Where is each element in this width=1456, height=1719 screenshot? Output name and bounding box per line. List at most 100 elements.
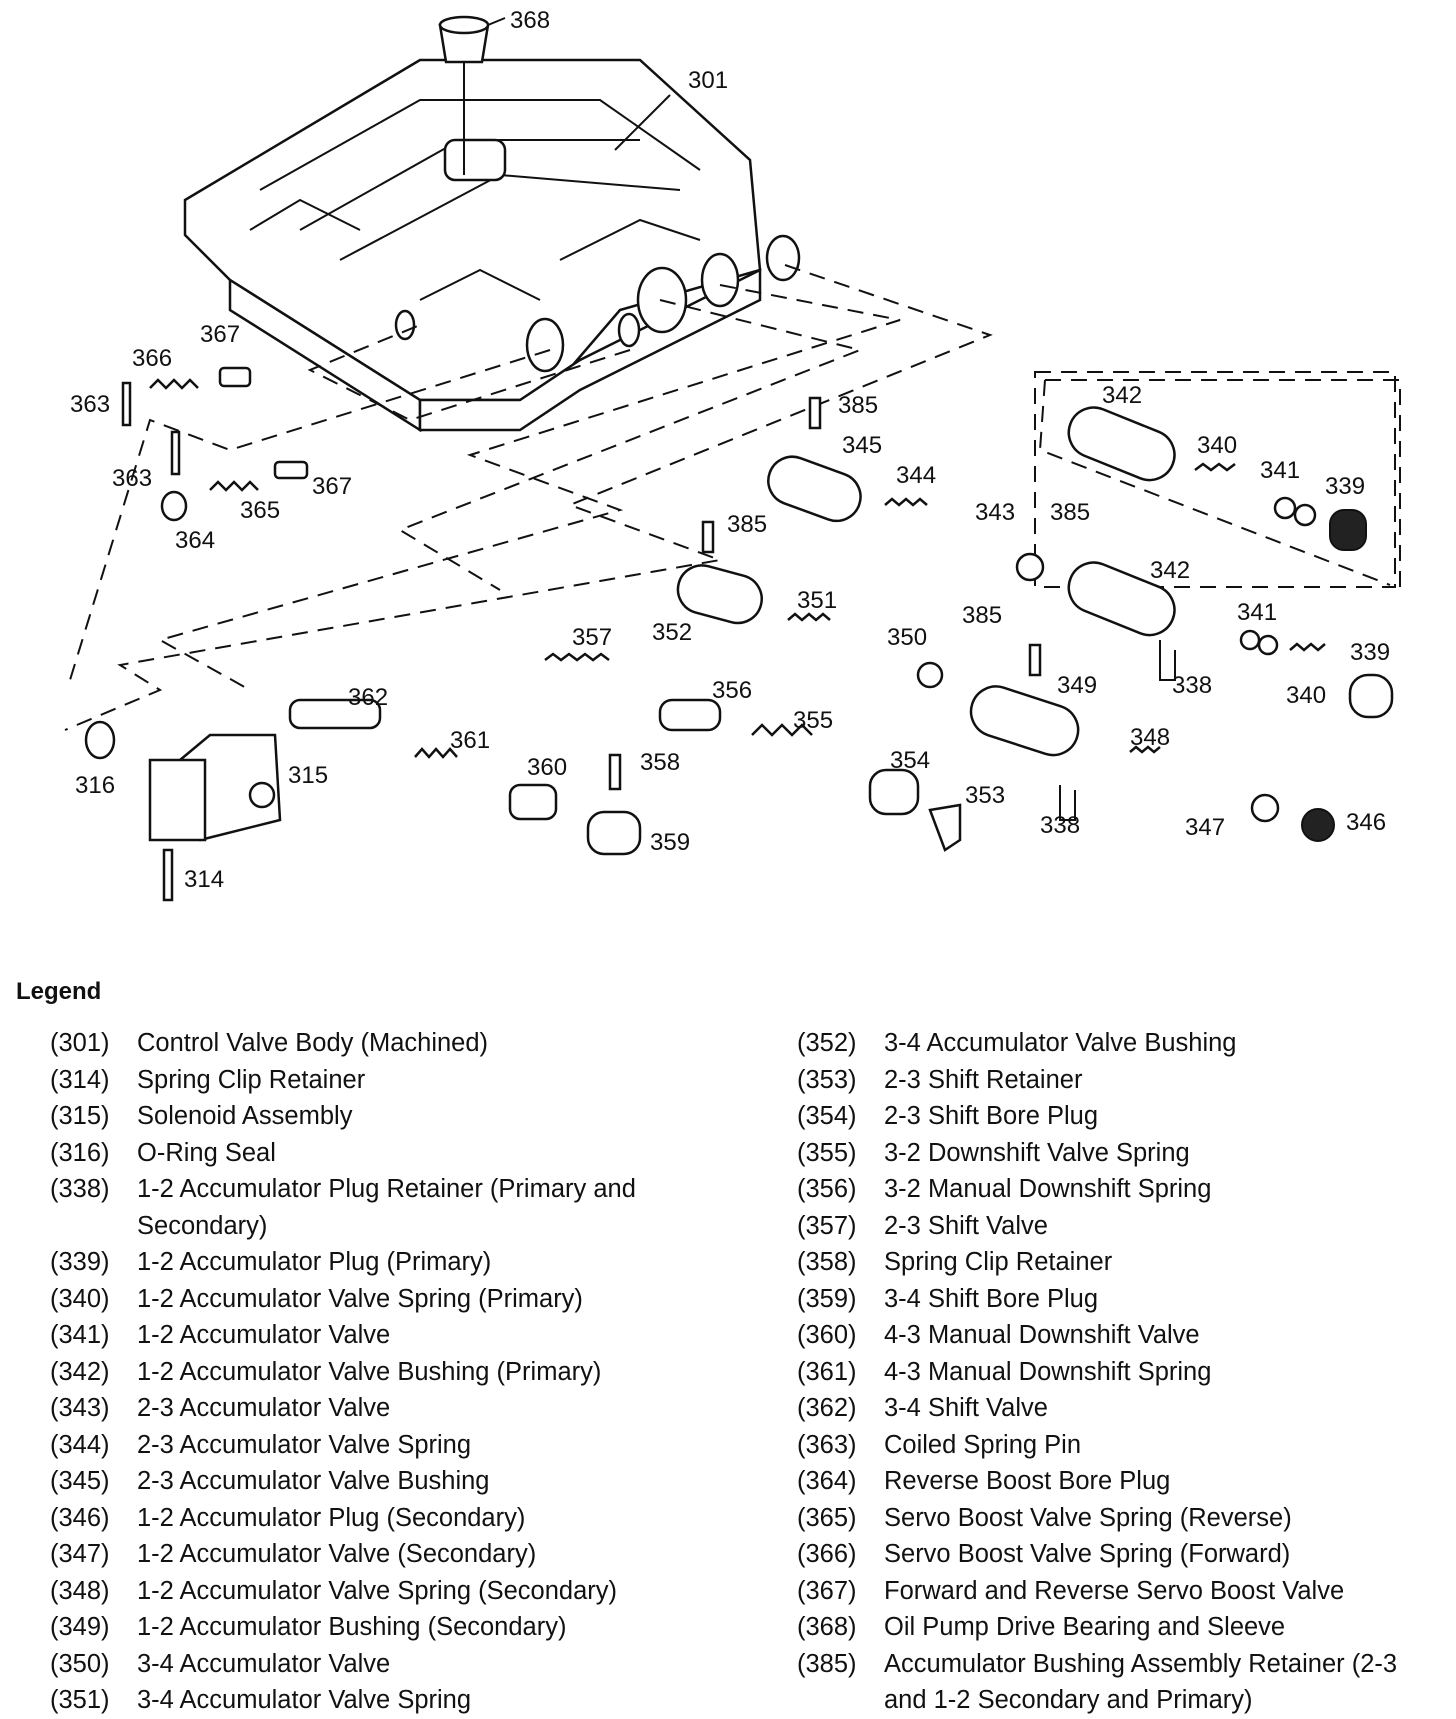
legend-item-number: (365) <box>797 1503 857 1532</box>
legend-item: (366) Servo Boost Valve Spring (Forward) <box>797 1536 1437 1573</box>
legend-item-description: 1-2 Accumulator Plug (Primary) <box>137 1248 492 1276</box>
legend-item-description: 1-2 Accumulator Plug Retainer (Primary a… <box>137 1175 636 1240</box>
legend-item-description: O-Ring Seal <box>137 1138 276 1167</box>
legend-item-number: (348) <box>50 1576 110 1605</box>
legend-item-description: Coiled Spring Pin <box>884 1430 1082 1459</box>
legend-item-number: (340) <box>50 1284 110 1313</box>
legend-item-number: (351) <box>50 1686 110 1714</box>
legend-item-number: (366) <box>797 1540 857 1568</box>
callout-368: 368 <box>510 7 550 34</box>
legend-item: (316)O-Ring Seal <box>50 1135 710 1172</box>
legend-item-description: 3-4 Accumulator Valve Spring <box>137 1686 472 1714</box>
callout-343: 343 <box>975 499 1015 526</box>
legend-item: (351) 3-4 Accumulator Valve Spring <box>50 1682 710 1719</box>
callout-385: 385 <box>727 511 767 538</box>
callout-345: 345 <box>842 432 882 459</box>
legend-item-description: Servo Boost Valve Spring (Reverse) <box>884 1503 1292 1532</box>
callout-366: 366 <box>132 345 172 372</box>
callout-355: 355 <box>793 707 833 734</box>
legend-item: (356)3-2 Manual Downshift Spring <box>797 1171 1437 1208</box>
callout-341: 341 <box>1260 457 1300 484</box>
legend-item-description: 1-2 Accumulator Bushing (Secondary) <box>137 1613 567 1641</box>
callout-358: 358 <box>640 749 680 776</box>
legend-item-number: (367) <box>797 1576 857 1605</box>
legend-item-description: 2-3 Shift Retainer <box>884 1065 1083 1094</box>
legend-item-number: (385) <box>797 1649 857 1678</box>
solenoid-assembly <box>148 733 282 842</box>
callout-346: 346 <box>1346 809 1386 836</box>
legend-item-number: (339) <box>50 1248 110 1276</box>
legend-item-number: (355) <box>797 1138 857 1167</box>
legend-item-description: 1-2 Accumulator Valve <box>137 1321 391 1349</box>
legend-item: (348)1-2 Accumulator Valve Spring (Secon… <box>50 1573 710 1610</box>
legend-item-description: 4-3 Manual Downshift Valve <box>884 1321 1200 1349</box>
legend-item: (360)4-3 Manual Downshift Valve <box>797 1317 1437 1354</box>
callouts: 368 301 367 366 363 363 367 365 364 342 … <box>70 7 1390 893</box>
callout-339: 339 <box>1350 639 1390 666</box>
legend-item-description: Accumulator Bushing Assembly Retainer (2… <box>884 1649 1398 1715</box>
callout-352: 352 <box>652 619 692 646</box>
legend-item: (346)1-2 Accumulator Plug (Secondary) <box>50 1500 710 1537</box>
callout-367: 367 <box>200 321 240 348</box>
legend-item-description: 3-2 Downshift Valve Spring <box>884 1138 1190 1167</box>
legend-item: (368)Oil Pump Drive Bearing and Sleeve <box>797 1609 1437 1646</box>
legend-item-number: (344) <box>50 1430 110 1459</box>
callout-354: 354 <box>890 747 930 774</box>
legend-title: Legend <box>16 978 102 1005</box>
callout-315: 315 <box>288 762 328 789</box>
legend-item-description: 1-2 Accumulator Valve Spring (Primary) <box>137 1284 583 1313</box>
legend-item: (361)4-3 Manual Downshift Spring <box>797 1354 1437 1391</box>
callout-338: 338 <box>1040 812 1080 839</box>
legend-item-number: (315) <box>50 1102 110 1130</box>
callout-359: 359 <box>650 829 690 856</box>
callout-361: 361 <box>450 727 490 754</box>
legend-item-number: (349) <box>50 1613 110 1641</box>
legend-item: (339) 1-2 Accumulator Plug (Primary) <box>50 1244 710 1281</box>
legend-item-number: (353) <box>797 1065 857 1094</box>
callout-385: 385 <box>838 392 878 419</box>
callout-364: 364 <box>175 527 215 554</box>
callout-344: 344 <box>896 462 936 489</box>
callout-340: 340 <box>1286 682 1326 709</box>
legend-item-description: 4-3 Manual Downshift Spring <box>884 1357 1212 1386</box>
legend-item-number: (352) <box>797 1029 857 1057</box>
legend-item-description: 2-3 Accumulator Valve Bushing <box>137 1467 490 1495</box>
legend-item: (340) 1-2 Accumulator Valve Spring (Prima… <box>50 1281 710 1318</box>
legend-item: (367) Forward and Reverse Servo Boost Val… <box>797 1573 1437 1610</box>
legend-item: (343)2-3 Accumulator Valve <box>50 1390 710 1427</box>
legend-item: (344)2-3 Accumulator Valve Spring <box>50 1427 710 1464</box>
legend-item: (353) 2-3 Shift Retainer <box>797 1062 1437 1099</box>
legend-item-description: 1-2 Accumulator Valve (Secondary) <box>137 1540 537 1568</box>
legend-item: (314)Spring Clip Retainer <box>50 1062 710 1099</box>
callout-342: 342 <box>1150 557 1190 584</box>
callout-301: 301 <box>688 67 728 94</box>
legend-item-description: 1-2 Accumulator Valve Bushing (Primary) <box>137 1357 602 1386</box>
legend-item: (365) Servo Boost Valve Spring (Reverse) <box>797 1500 1437 1537</box>
callout-363: 363 <box>112 465 152 492</box>
callout-350: 350 <box>887 624 927 651</box>
legend-item: (359)3-4 Shift Bore Plug <box>797 1281 1437 1318</box>
legend-item-number: (314) <box>50 1065 110 1094</box>
callout-362: 362 <box>348 684 388 711</box>
callout-365: 365 <box>240 497 280 524</box>
legend-item-number: (341) <box>50 1321 110 1349</box>
legend-item-description: 3-2 Manual Downshift Spring <box>884 1175 1212 1203</box>
legend-item-description: Forward and Reverse Servo Boost Valve <box>884 1576 1345 1605</box>
legend-item: (362)3-4 Shift Valve <box>797 1390 1437 1427</box>
callout-340: 340 <box>1197 432 1237 459</box>
callout-360: 360 <box>527 754 567 781</box>
callout-342: 342 <box>1102 382 1142 409</box>
callout-347: 347 <box>1185 814 1225 841</box>
legend-item-description: Oil Pump Drive Bearing and Sleeve <box>884 1613 1286 1641</box>
legend-item: (345)2-3 Accumulator Valve Bushing <box>50 1463 710 1500</box>
legend-item-description: Servo Boost Valve Spring (Forward) <box>884 1540 1291 1568</box>
legend-item-description: 2-3 Shift Valve <box>884 1211 1048 1240</box>
callout-351: 351 <box>797 587 837 614</box>
legend-item: (358)Spring Clip Retainer <box>797 1244 1437 1281</box>
legend-item-description: Spring Clip Retainer <box>884 1248 1113 1276</box>
legend-item-number: (338) <box>50 1175 110 1203</box>
callout-338: 338 <box>1172 672 1212 699</box>
callout-314: 314 <box>184 866 224 893</box>
callout-341: 341 <box>1237 599 1277 626</box>
legend-item-number: (346) <box>50 1503 110 1532</box>
